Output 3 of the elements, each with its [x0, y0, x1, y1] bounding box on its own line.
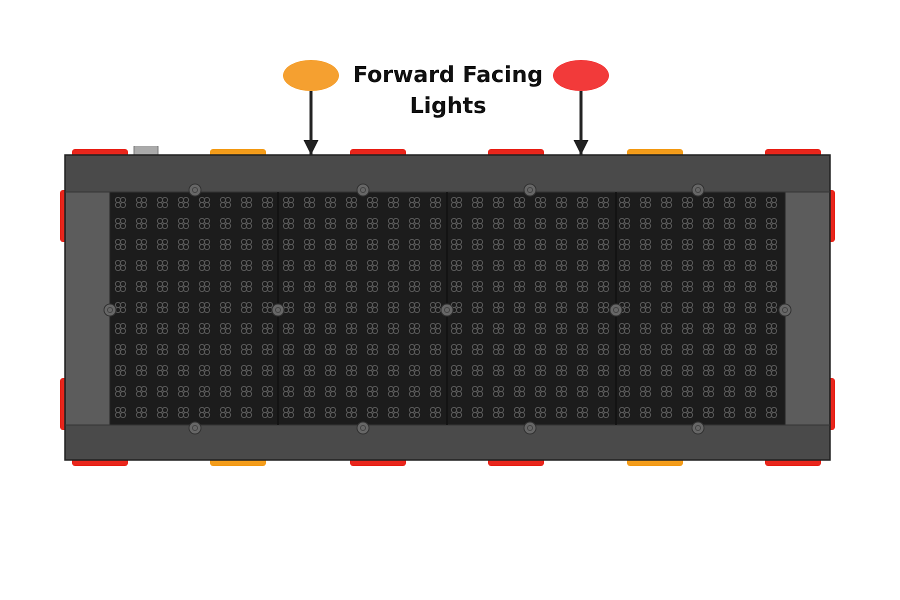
callout-label: Forward Facing Lights — [352, 62, 544, 121]
arrow — [304, 91, 318, 155]
arrow — [574, 91, 588, 155]
